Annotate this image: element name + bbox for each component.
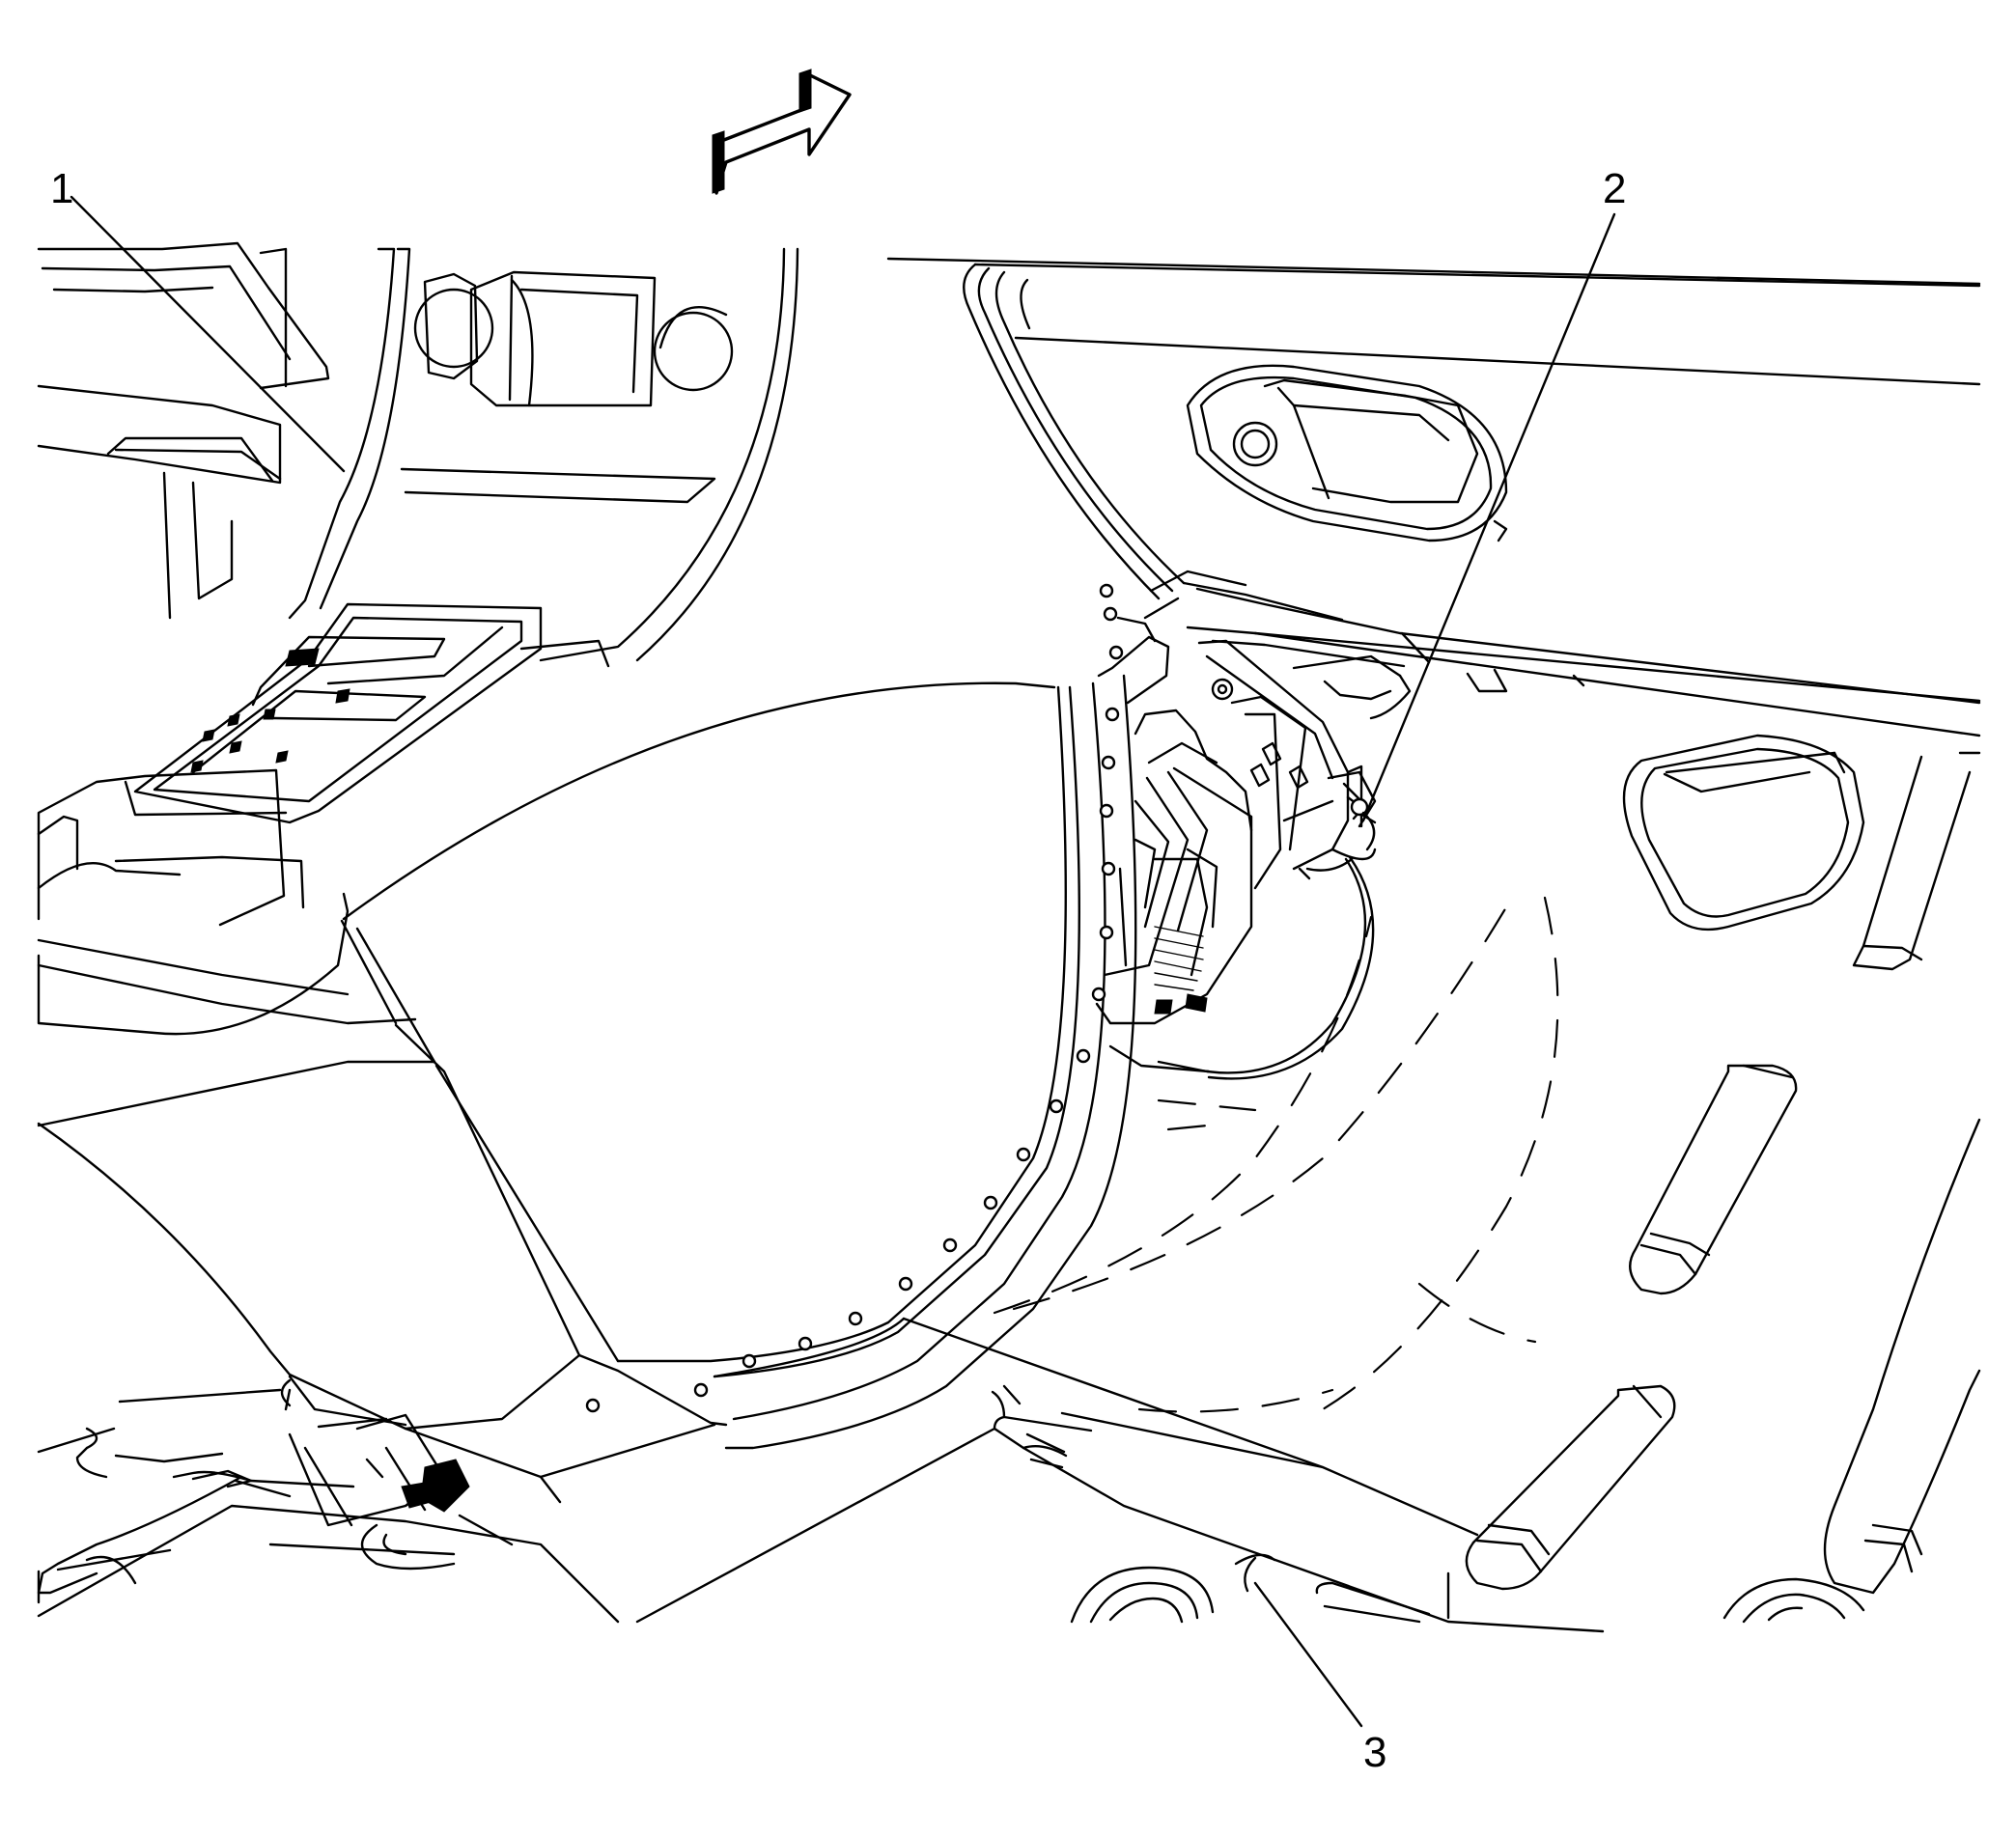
kick-panel-fasteners xyxy=(585,583,1124,1413)
callout-label-1: 1 xyxy=(50,165,73,212)
callout-2: 2 xyxy=(1361,165,1626,822)
callout-1: 1 xyxy=(50,165,346,473)
closeout-panel xyxy=(37,674,1137,1504)
center-console xyxy=(37,602,610,1025)
center-vent xyxy=(413,270,734,407)
callout-label-2: 2 xyxy=(1603,165,1626,212)
lower-left-area xyxy=(37,1378,620,1624)
console-bezel xyxy=(288,247,799,662)
callout-3: 3 xyxy=(1253,1581,1386,1776)
leader-line-3 xyxy=(1253,1581,1363,1728)
forward-arrow-icon xyxy=(712,69,852,195)
leader-line-2 xyxy=(1361,212,1616,822)
door-panel xyxy=(886,257,1981,737)
floor-pan xyxy=(635,734,1981,1633)
leader-line-1 xyxy=(70,195,346,473)
dashboard-trim xyxy=(37,241,330,620)
body-control-module xyxy=(1095,570,1412,1080)
callout-label-3: 3 xyxy=(1363,1729,1386,1776)
